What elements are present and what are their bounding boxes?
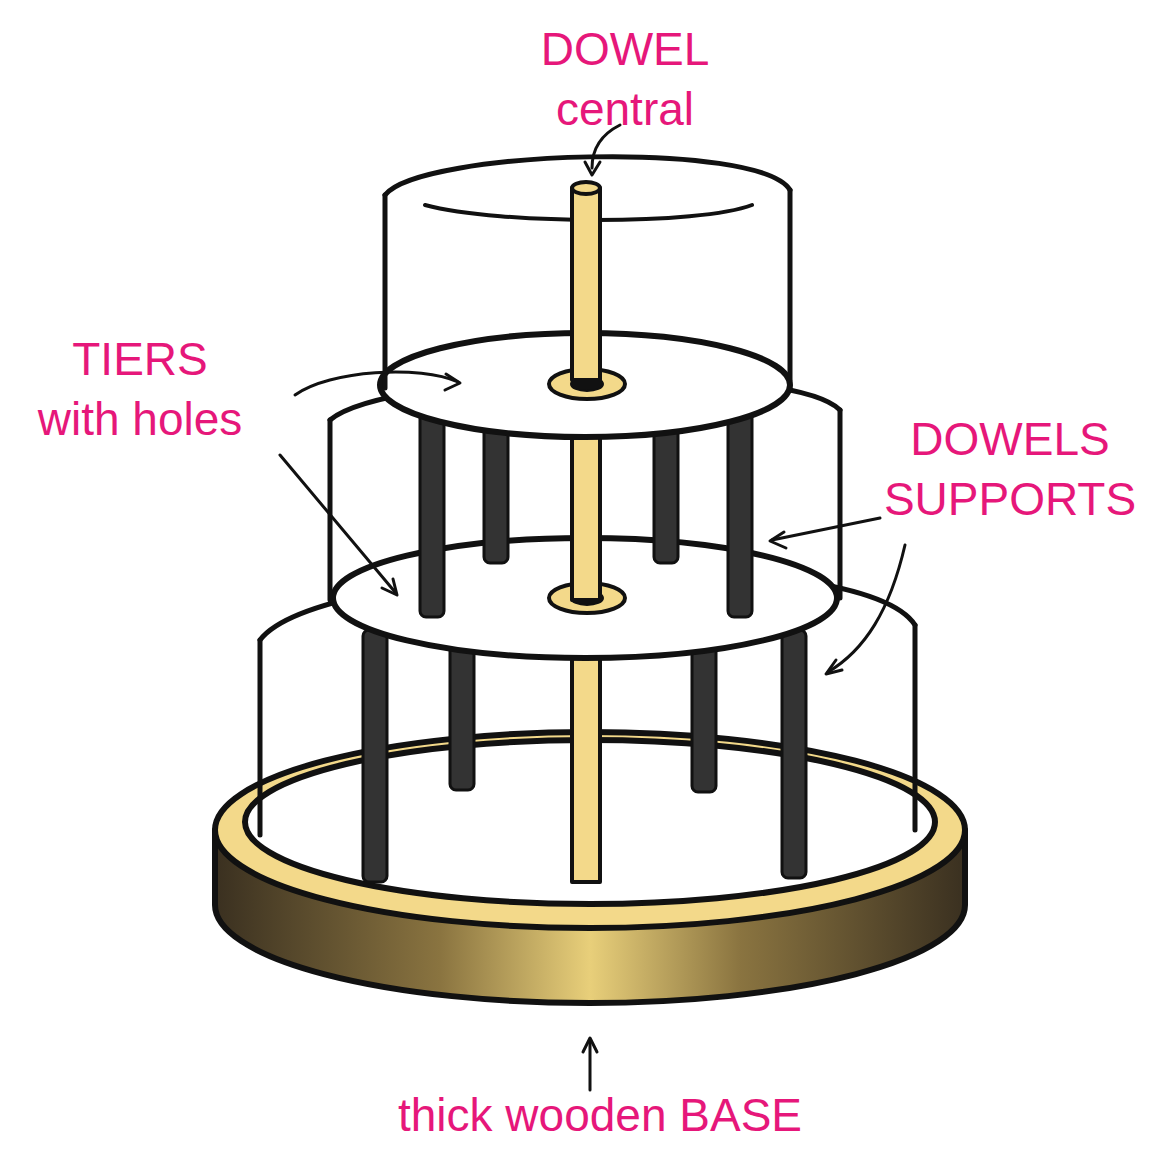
base-label: thick wooden BASE bbox=[398, 1086, 802, 1146]
supports-label: DOWELS SUPPORTS bbox=[877, 410, 1144, 530]
dowel-label: DOWEL central bbox=[528, 20, 721, 140]
tiers-label: TIERS with holes bbox=[31, 330, 250, 450]
